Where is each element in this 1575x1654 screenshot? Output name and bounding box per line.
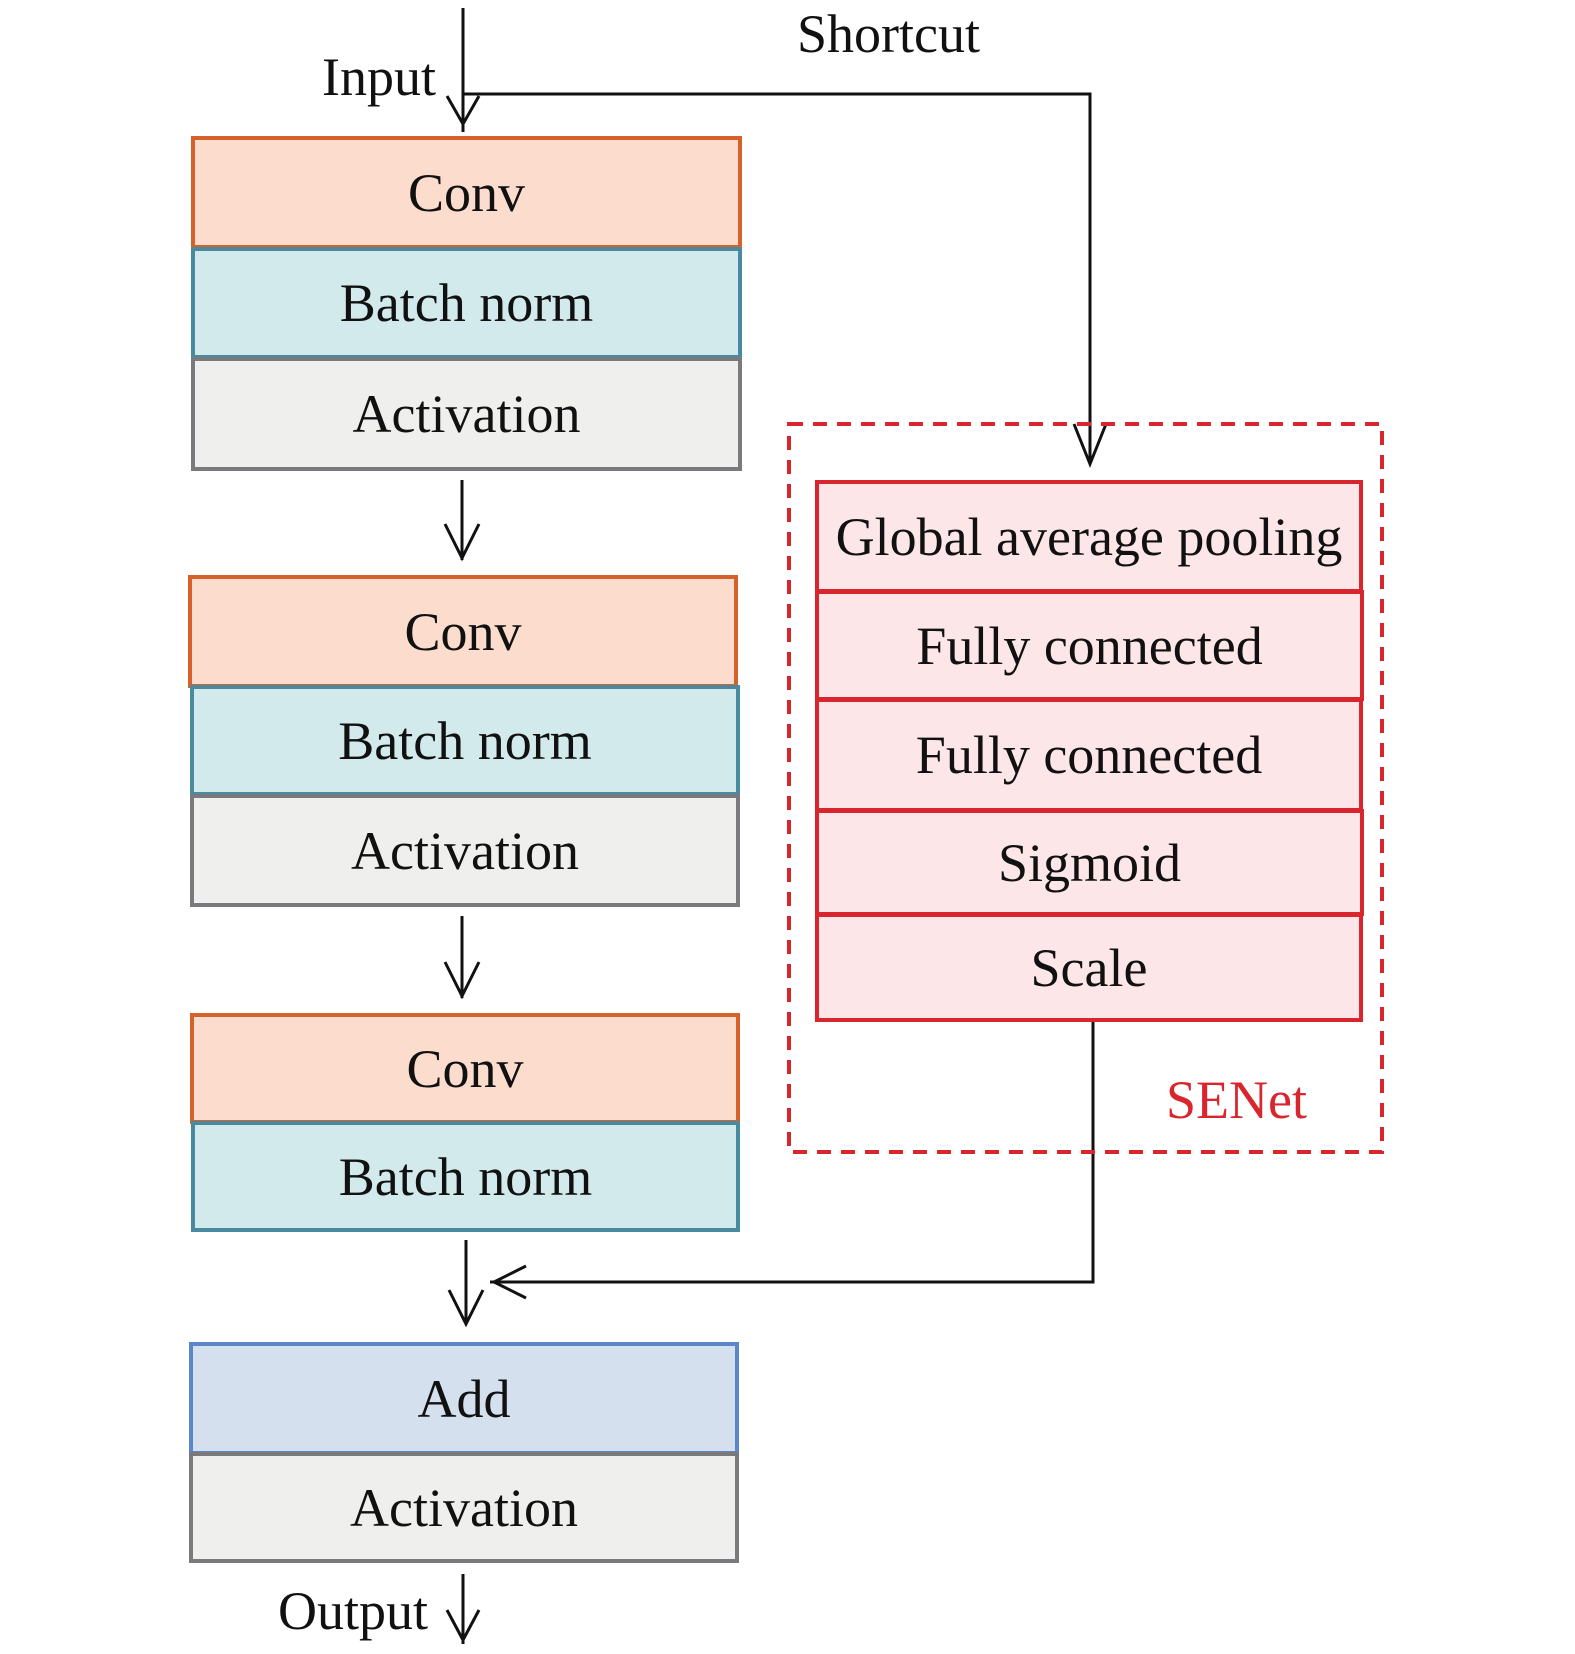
input-label: Input xyxy=(322,47,436,107)
output-arrow-head xyxy=(445,1609,481,1644)
arrow-1-head xyxy=(443,523,481,562)
senet-label: SENet xyxy=(1166,1070,1307,1130)
conv-block-1: Conv xyxy=(191,136,742,249)
senet-scale-block: Scale xyxy=(815,913,1363,1022)
conv-block-3: Conv xyxy=(190,1013,740,1124)
senet-fully-connected-block-2: Fully connected xyxy=(815,698,1363,812)
add-block: Add xyxy=(189,1342,739,1455)
activation-block-3: Activation xyxy=(189,1452,739,1563)
shortcut-label: Shortcut xyxy=(797,4,980,64)
batch-norm-block-3: Batch norm xyxy=(191,1121,740,1232)
senet-return-line xyxy=(490,1020,1095,1284)
senet-sigmoid-block: Sigmoid xyxy=(815,809,1364,916)
input-arrow-head xyxy=(445,95,481,128)
senet-global-average-pooling-block: Global average pooling xyxy=(815,480,1363,593)
senet-boundary xyxy=(787,422,1384,1154)
senet-return-arrow-head xyxy=(490,1264,527,1300)
shortcut-line xyxy=(463,92,1092,462)
conv-block-2: Conv xyxy=(188,575,738,688)
arrow-3-head xyxy=(447,1289,485,1328)
batch-norm-block-2: Batch norm xyxy=(190,685,740,796)
activation-block-2: Activation xyxy=(190,794,740,907)
arrow-2-head xyxy=(443,961,481,1000)
output-label: Output xyxy=(278,1581,429,1641)
senet-fully-connected-block-1: Fully connected xyxy=(815,590,1364,701)
batch-norm-block-1: Batch norm xyxy=(191,247,742,359)
shortcut-arrow-head xyxy=(1072,423,1108,469)
activation-block-1: Activation xyxy=(191,357,742,471)
